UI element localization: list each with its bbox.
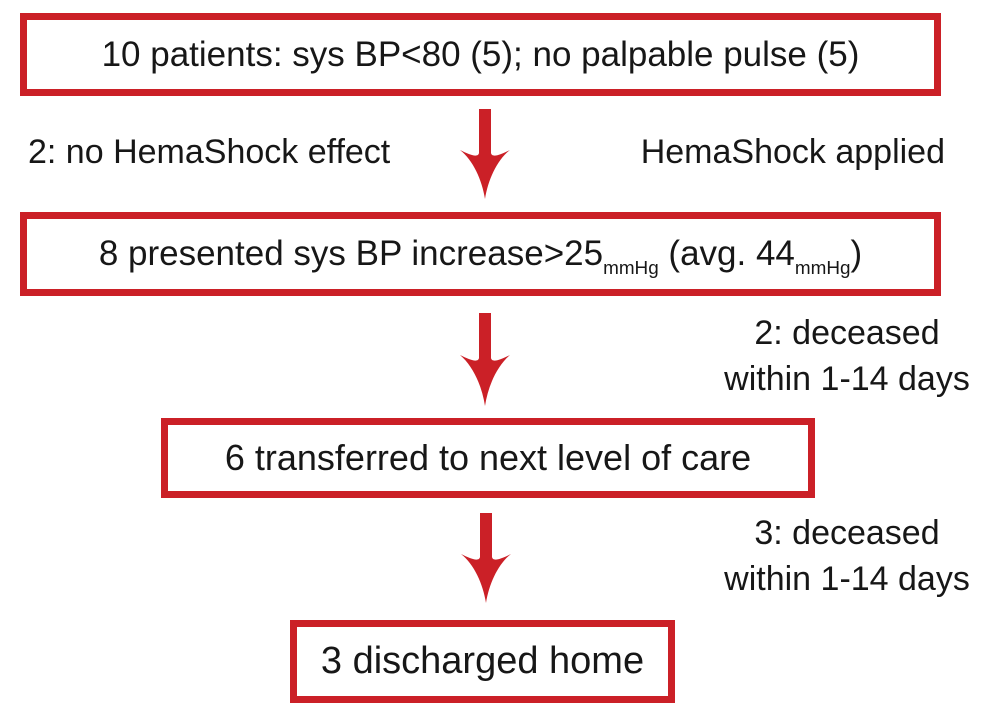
flow-box-discharged: 3 discharged home — [290, 620, 675, 703]
down-arrow-icon — [460, 109, 510, 199]
bp-increase-text-mid: (avg. 44 — [658, 234, 795, 273]
deceased-timeframe-line: within 1-14 days — [724, 560, 970, 598]
bp-average-unit-subscript: mmHg — [794, 257, 851, 279]
flow-box-transferred: 6 transferred to next level of care — [161, 418, 815, 498]
flow-box-transferred-text: 6 transferred to next level of care — [224, 437, 752, 478]
flow-box-bp-increase-text: 8 presented sys BP increase>25mmHg (avg.… — [98, 234, 863, 279]
deceased-timeframe-line: within 1-14 days — [724, 360, 970, 398]
bp-increase-text-main: 8 presented sys BP increase>25 — [98, 234, 604, 273]
deceased-count-line: 2: deceased — [754, 314, 940, 352]
down-arrow-icon — [461, 513, 511, 603]
label-hemashock-applied: HemaShock applied — [640, 133, 945, 171]
deceased-count-line: 3: deceased — [754, 514, 940, 552]
label-no-hemashock-effect: 2: no HemaShock effect — [28, 133, 391, 171]
flow-box-discharged-text: 3 discharged home — [320, 640, 645, 682]
bp-increase-unit-subscript: mmHg — [603, 257, 659, 279]
flow-box-bp-increase: 8 presented sys BP increase>25mmHg (avg.… — [20, 212, 941, 296]
down-arrow-icon — [460, 313, 510, 406]
flow-box-enrolled-patients-text: 10 patients: sys BP<80 (5); no palpable … — [101, 34, 860, 74]
label-deceased-after-step-2: 2: deceased within 1-14 days — [697, 310, 997, 402]
label-deceased-after-step-3: 3: deceased within 1-14 days — [697, 510, 997, 602]
bp-increase-text-end: ) — [850, 234, 863, 273]
flow-box-enrolled-patients: 10 patients: sys BP<80 (5); no palpable … — [20, 13, 941, 96]
